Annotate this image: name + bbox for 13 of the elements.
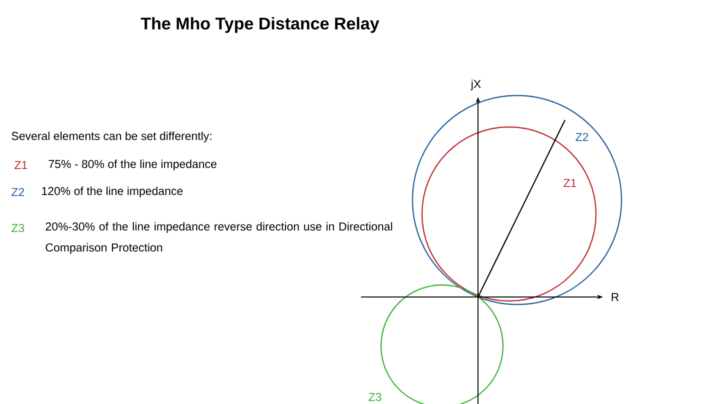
text-line: 120% of the line impedance bbox=[42, 186, 183, 198]
zone-label: Z1 bbox=[14, 161, 28, 169]
zone-label: Z1 bbox=[564, 179, 576, 187]
text-line: 20%-30% of the line impedance reverse direction use in Directional Comparison Protection bbox=[46, 222, 392, 254]
zone-label: Z2 bbox=[12, 188, 24, 196]
text-line: Several elements can be set differently: bbox=[12, 132, 212, 142]
zone-label: Z3 bbox=[368, 392, 382, 402]
axis-label: R bbox=[612, 293, 619, 301]
zone-label: Z3 bbox=[12, 224, 24, 232]
zone-label: Z2 bbox=[576, 132, 588, 141]
text-line: 75% - 80% of the line impedance bbox=[48, 160, 216, 170]
title: The Mho Type Distance Relay bbox=[140, 17, 380, 33]
axis-label: jX bbox=[470, 80, 481, 90]
